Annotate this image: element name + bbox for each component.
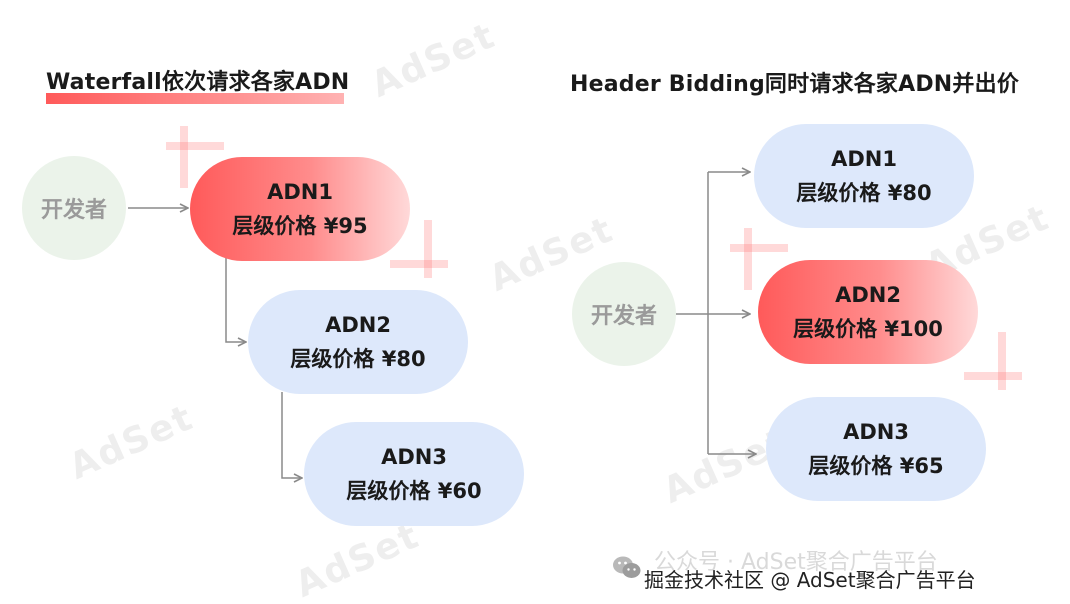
footer-text: 掘金技术社区 @ AdSet聚合广告平台 [644,567,976,592]
developer-node: 开发者 [22,156,126,260]
adn-name: ADN2 [325,313,391,337]
adn2-node: ADN2 层级价格 ¥100 [758,260,978,364]
adn-price: 层级价格 ¥60 [346,479,482,503]
arrow-adn1-to-adn2 [225,258,246,342]
adn3-node: ADN3 层级价格 ¥60 [304,422,524,526]
adn-price: 层级价格 ¥80 [796,181,932,205]
adn-name: ADN1 [831,147,897,171]
header-bidding-title: Header Bidding同时请求各家ADN并出价 [570,72,1020,97]
adn-price: 层级价格 ¥95 [232,214,368,238]
adn1-node: ADN1 层级价格 ¥95 [190,157,410,261]
adn3-node: ADN3 层级价格 ¥65 [766,397,986,501]
adn-name: ADN1 [267,180,333,204]
title-underline [46,93,344,104]
arrow-adn2-to-adn3 [281,392,302,478]
footer-ghost-text: 公众号 · AdSet聚合广告平台 [654,550,938,575]
adn-name: ADN3 [381,445,447,469]
adn-name: ADN2 [835,283,901,307]
adn1-node: ADN1 层级价格 ¥80 [754,124,974,228]
adn-price: 层级价格 ¥65 [808,454,944,478]
footer-credit: 公众号 · AdSet聚合广告平台 掘金技术社区 @ AdSet聚合广告平台 [612,546,976,592]
wechat-icon [612,555,642,581]
adn-price: 层级价格 ¥100 [793,317,943,341]
adn-name: ADN3 [843,420,909,444]
developer-node: 开发者 [572,262,676,366]
waterfall-title: Waterfall依次请求各家ADN [46,70,350,95]
adn2-node: ADN2 层级价格 ¥80 [248,290,468,394]
adn-price: 层级价格 ¥80 [290,347,426,371]
